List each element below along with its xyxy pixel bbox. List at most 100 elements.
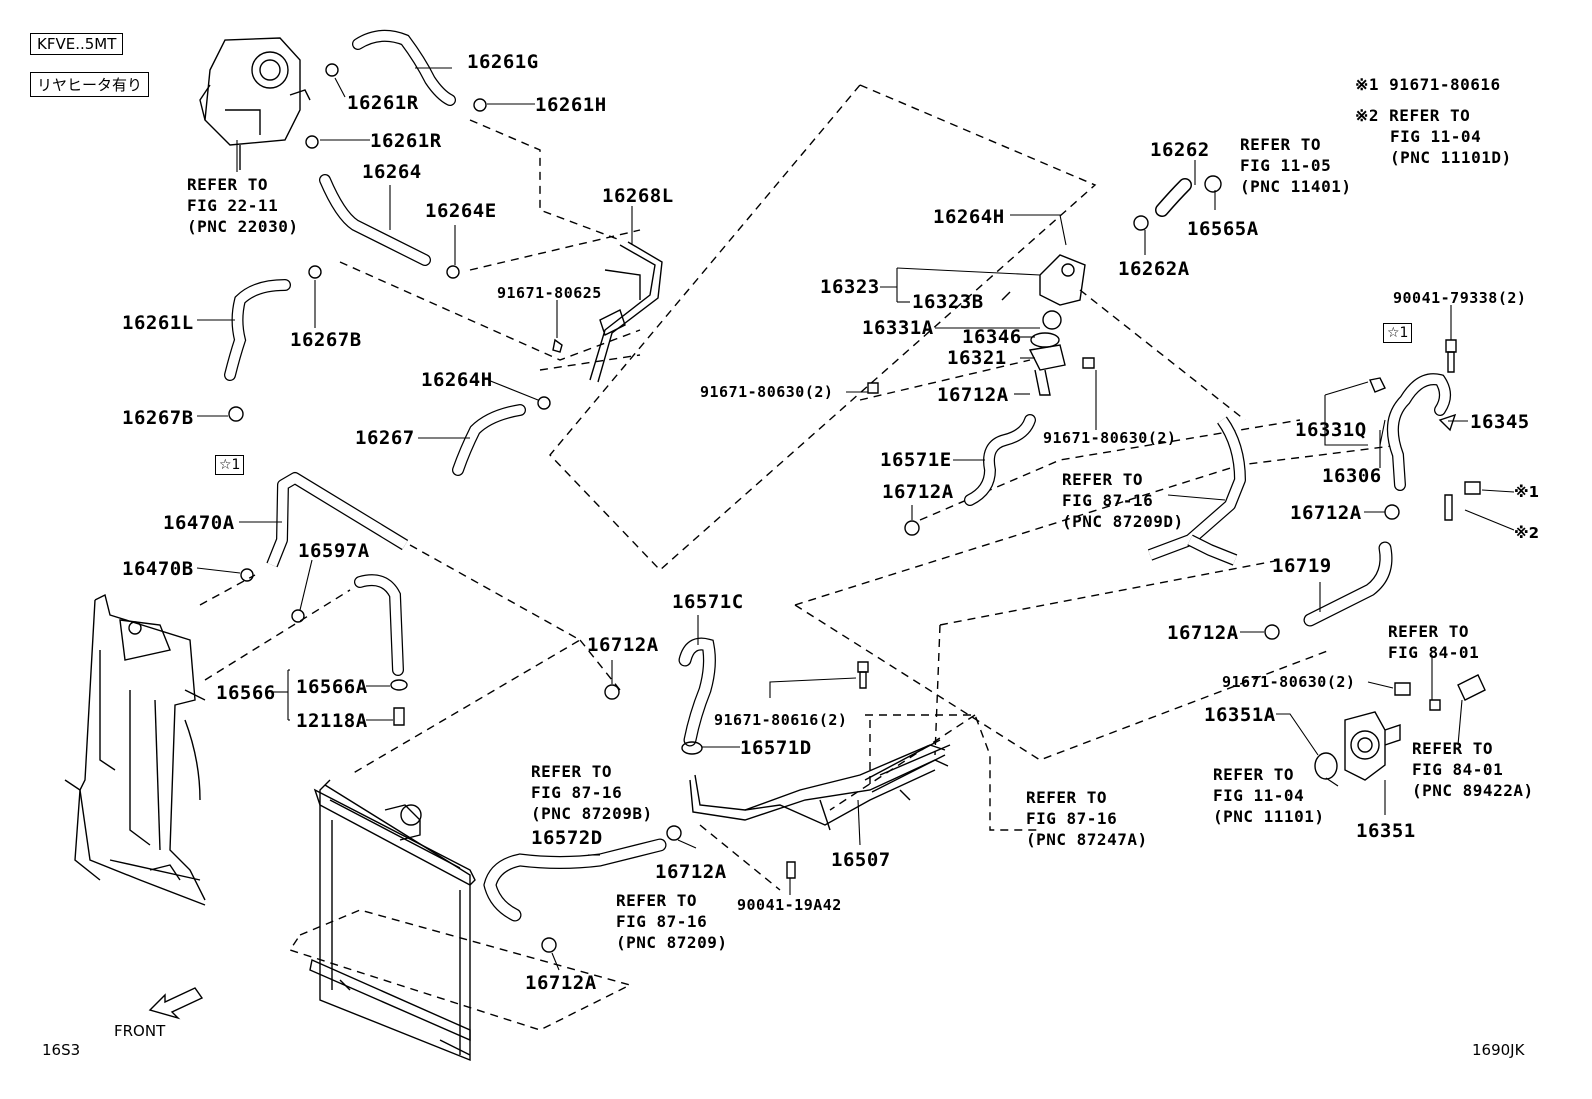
ref-11-04-line1: REFER TO — [1213, 765, 1295, 784]
clamps-top-left — [228, 63, 563, 422]
ref-87209B-line2: FIG 87-16 — [531, 783, 623, 802]
front-label: FRONT — [114, 1022, 166, 1040]
note-1: ※1 91671-80616 — [1355, 75, 1501, 94]
part-label-16267[interactable]: 16267 — [355, 427, 415, 449]
part-label-16261H[interactable]: 16261H — [535, 94, 607, 116]
part-label-16346[interactable]: 16346 — [962, 326, 1022, 348]
ref-84-01-b-line2: FIG 84-01 — [1412, 760, 1504, 779]
part-label-16566[interactable]: 16566 — [216, 682, 276, 704]
rear-heater-tag: リヤヒータ有り — [30, 72, 150, 97]
temp-sensor — [1457, 674, 1486, 701]
pipe-16268L — [589, 241, 663, 383]
part-label-91671-80630-2-c[interactable]: 91671-80630(2) — [1222, 673, 1356, 691]
ref-11-05-line3: (PNC 11401) — [1240, 177, 1352, 196]
part-label-16571C[interactable]: 16571C — [672, 591, 744, 613]
ref-84-01-b-line3: (PNC 89422A) — [1412, 781, 1534, 800]
part-label-16331A[interactable]: 16331A — [862, 317, 934, 339]
ref-87209B-line3: (PNC 87209B) — [531, 804, 653, 823]
part-label-16712A-c[interactable]: 16712A — [1290, 502, 1362, 524]
bolts — [786, 339, 1481, 879]
part-label-16264[interactable]: 16264 — [362, 161, 422, 183]
part-label-16268L[interactable]: 16268L — [602, 185, 674, 207]
part-label-91671-80625[interactable]: 91671-80625 — [497, 284, 602, 302]
part-label-91671-80616-2[interactable]: 91671-80616(2) — [714, 711, 848, 729]
engine-tag: KFVE..5MT — [30, 33, 124, 55]
ref-22-11-line2: FIG 22-11 — [187, 196, 279, 215]
part-label-16261R[interactable]: 16261R — [347, 92, 419, 114]
star1-mark: ※1 — [1514, 483, 1540, 501]
part-label-16267B[interactable]: 16267B — [290, 329, 362, 351]
part-label-16470B[interactable]: 16470B — [122, 558, 194, 580]
ref-22-11-line1: REFER TO — [187, 175, 269, 194]
ref-11-05-line2: FIG 11-05 — [1240, 156, 1332, 175]
part-label-16261R-b[interactable]: 16261R — [370, 130, 442, 152]
ref-87209B-line1: REFER TO — [531, 762, 613, 781]
part-label-16323[interactable]: 16323 — [820, 276, 880, 298]
ref-87209-line3: (PNC 87209) — [616, 933, 728, 952]
page-code-left: 16S3 — [42, 1041, 81, 1059]
radiator-support — [64, 593, 206, 906]
part-label-16565A[interactable]: 16565A — [1187, 218, 1259, 240]
part-label-16719[interactable]: 16719 — [1272, 555, 1332, 577]
part-label-16571D[interactable]: 16571D — [740, 737, 812, 759]
ref-87247A-line2: FIG 87-16 — [1026, 809, 1118, 828]
part-label-16712A-f[interactable]: 16712A — [655, 861, 727, 883]
part-label-16712A-d[interactable]: 16712A — [1167, 622, 1239, 644]
note-2-line2: FIG 11-04 — [1390, 127, 1482, 146]
ref-11-04-line2: FIG 11-04 — [1213, 786, 1305, 805]
ref-87209-line2: FIG 87-16 — [616, 912, 708, 931]
part-label-16507[interactable]: 16507 — [831, 849, 891, 871]
front-arrow — [148, 987, 204, 1020]
star1-box-right: ☆1 — [1383, 323, 1413, 343]
part-label-16262A[interactable]: 16262A — [1118, 258, 1190, 280]
part-label-16351[interactable]: 16351 — [1356, 820, 1416, 842]
part-label-16306[interactable]: 16306 — [1322, 465, 1382, 487]
part-label-16262[interactable]: 16262 — [1150, 139, 1210, 161]
ref-84-01-a-line1: REFER TO — [1388, 622, 1470, 641]
part-label-16264H[interactable]: 16264H — [421, 369, 493, 391]
part-label-16566A[interactable]: 16566A — [296, 676, 368, 698]
thermostat-housing — [1001, 254, 1086, 396]
ref-22-11-line3: (PNC 22030) — [187, 217, 299, 236]
water-pipe-16507 — [689, 739, 951, 831]
part-label-16264E[interactable]: 16264E — [425, 200, 497, 222]
ref-87209D-line2: FIG 87-16 — [1062, 491, 1154, 510]
part-label-16712A-g[interactable]: 16712A — [525, 972, 597, 994]
leader-lines — [196, 67, 1515, 971]
ref-87247A-line3: (PNC 87247A) — [1026, 830, 1148, 849]
part-label-16571E[interactable]: 16571E — [880, 449, 952, 471]
part-label-90041-19A42[interactable]: 90041-19A42 — [737, 896, 842, 914]
part-label-16597A[interactable]: 16597A — [298, 540, 370, 562]
part-label-16331Q[interactable]: 16331Q — [1295, 419, 1367, 441]
ref-87209D-line3: (PNC 87209D) — [1062, 512, 1184, 531]
part-label-16323B[interactable]: 16323B — [912, 291, 984, 313]
part-label-16345[interactable]: 16345 — [1470, 411, 1530, 433]
part-label-16264H-b[interactable]: 16264H — [933, 206, 1005, 228]
part-label-16267B-b[interactable]: 16267B — [122, 407, 194, 429]
star1-box-left: ☆1 — [215, 455, 245, 475]
ref-87247A-line1: REFER TO — [1026, 788, 1108, 807]
part-label-16261L[interactable]: 16261L — [122, 312, 194, 334]
water-inlet-16351 — [1314, 711, 1401, 781]
part-label-12118A[interactable]: 12118A — [296, 710, 368, 732]
part-label-16712A-b[interactable]: 16712A — [882, 481, 954, 503]
note-2-line1: ※2 REFER TO — [1355, 106, 1471, 125]
ref-84-01-b-line1: REFER TO — [1412, 739, 1494, 758]
ref-84-01-a-line2: FIG 84-01 — [1388, 643, 1480, 662]
part-label-16261G[interactable]: 16261G — [467, 51, 539, 73]
part-label-16351A[interactable]: 16351A — [1204, 704, 1276, 726]
part-label-91671-80630-2-a[interactable]: 91671-80630(2) — [700, 383, 834, 401]
part-label-16321[interactable]: 16321 — [947, 347, 1007, 369]
star2-mark: ※2 — [1514, 524, 1540, 542]
ref-87209D-line1: REFER TO — [1062, 470, 1144, 489]
part-label-16470A[interactable]: 16470A — [163, 512, 235, 534]
ref-11-05-line1: REFER TO — [1240, 135, 1322, 154]
part-label-91671-80630-2-b[interactable]: 91671-80630(2) — [1043, 429, 1177, 447]
part-label-16572D[interactable]: 16572D — [531, 827, 603, 849]
part-label-90041-79338[interactable]: 90041-79338(2) — [1393, 289, 1527, 307]
part-label-16712A-a[interactable]: 16712A — [937, 384, 1009, 406]
part-label-16712A-e[interactable]: 16712A — [587, 634, 659, 656]
throttle-body — [199, 37, 311, 170]
